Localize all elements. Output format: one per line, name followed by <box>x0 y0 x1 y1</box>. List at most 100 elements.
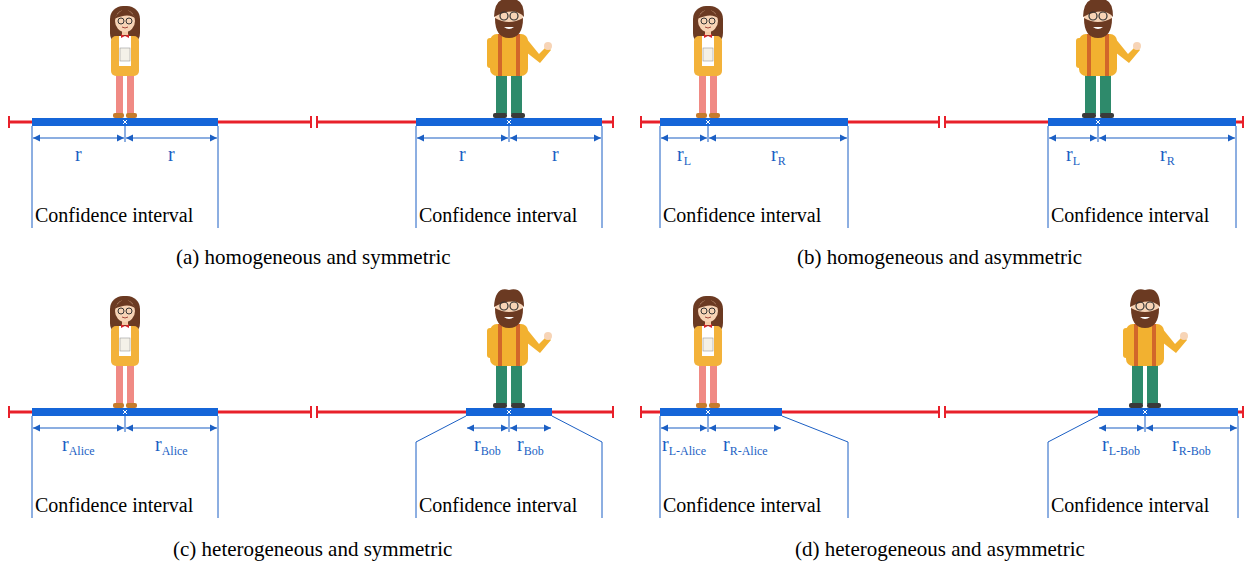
mouth <box>705 27 711 28</box>
leg <box>1085 72 1096 114</box>
radius-label: r <box>168 143 175 165</box>
mouth <box>504 27 514 29</box>
leg <box>1100 72 1111 114</box>
beard <box>495 308 523 328</box>
radius-label: rL-Bob <box>1102 433 1140 458</box>
radius-label: rAlice <box>155 433 188 458</box>
arrow-head <box>709 425 716 432</box>
confidence-bar <box>32 408 218 416</box>
arrow-head <box>33 135 40 142</box>
leader-line <box>218 126 219 228</box>
suspender <box>1134 324 1138 366</box>
face <box>115 10 135 32</box>
leader-line <box>660 126 661 228</box>
center-mark <box>123 120 127 124</box>
arm <box>1123 328 1130 358</box>
radius-label: rL <box>1066 143 1080 168</box>
end-tick <box>612 116 614 128</box>
hand <box>1180 332 1188 340</box>
radius-label: rR <box>771 143 786 168</box>
dimension-tick <box>1145 416 1146 432</box>
glasses <box>500 302 508 310</box>
shoe <box>1129 403 1143 408</box>
center-mark <box>507 120 511 124</box>
face <box>698 10 718 32</box>
shoe <box>511 403 525 408</box>
arrow-head <box>1090 135 1097 142</box>
arrow-head <box>700 135 707 142</box>
fringe <box>697 10 719 20</box>
arm <box>1115 38 1140 63</box>
center-mark <box>1096 120 1100 124</box>
interval-label: Confidence interval <box>419 204 577 226</box>
leg <box>710 362 717 404</box>
radius-label: rL <box>677 143 691 168</box>
face <box>698 300 718 322</box>
glasses <box>126 18 132 24</box>
hair <box>494 289 524 307</box>
glasses <box>709 308 715 314</box>
alice-figure <box>693 296 723 408</box>
leader-line <box>848 126 849 228</box>
beard <box>495 18 523 38</box>
arrow-head <box>1099 135 1106 142</box>
arm <box>526 38 551 63</box>
jacket <box>694 326 722 366</box>
arrow-head <box>417 135 424 142</box>
beard <box>1084 18 1112 38</box>
paper <box>120 48 130 61</box>
center-mark <box>706 120 710 124</box>
paper <box>120 338 130 351</box>
interval-label: Confidence interval <box>35 494 193 516</box>
subfigure-caption: (b) homogeneous and asymmetric <box>797 246 1082 269</box>
glasses <box>1146 302 1154 310</box>
leader-line <box>1238 416 1239 518</box>
shoe <box>696 113 707 118</box>
dimension-tick <box>125 126 126 142</box>
bob-figure <box>487 289 552 408</box>
end-tick <box>640 116 642 128</box>
glasses <box>126 308 132 314</box>
suspender <box>1152 324 1156 366</box>
center-mark <box>1096 120 1100 124</box>
hair <box>1130 289 1160 307</box>
confidence-bar <box>416 118 602 126</box>
mouth <box>122 27 128 28</box>
arrow-head <box>1230 425 1237 432</box>
shoe <box>493 403 507 408</box>
center-mark <box>706 410 710 414</box>
leader-line <box>32 126 33 228</box>
arrow-head <box>510 425 517 432</box>
shoe <box>126 113 137 118</box>
mouth <box>1140 317 1150 319</box>
glasses <box>701 18 707 24</box>
paper <box>703 338 713 351</box>
arrow-head <box>661 135 668 142</box>
arrow-head <box>840 135 847 142</box>
suspender <box>498 324 502 366</box>
jacket <box>111 36 139 76</box>
jacket <box>111 326 139 366</box>
shoe <box>113 113 124 118</box>
shoe <box>1147 403 1161 408</box>
beard <box>1131 308 1159 328</box>
arrow-head <box>700 425 707 432</box>
subfigure-caption: (d) heterogeneous and asymmetric <box>795 538 1085 561</box>
dimension-tick <box>708 416 709 432</box>
shirt <box>1126 324 1164 366</box>
shoe <box>126 403 137 408</box>
glasses <box>1136 302 1144 310</box>
mouth <box>1093 27 1103 29</box>
confidence-bar <box>660 408 782 416</box>
arrow-head <box>501 135 508 142</box>
arrow-head <box>33 425 40 432</box>
dimension-line <box>126 427 217 428</box>
dimension-line <box>709 427 781 428</box>
shoe <box>113 403 124 408</box>
end-tick <box>938 406 940 418</box>
shirt <box>119 326 131 356</box>
dimension-line <box>1146 427 1237 428</box>
confidence-bar <box>1098 408 1238 416</box>
dimension-line <box>417 137 508 138</box>
glasses <box>510 12 518 20</box>
